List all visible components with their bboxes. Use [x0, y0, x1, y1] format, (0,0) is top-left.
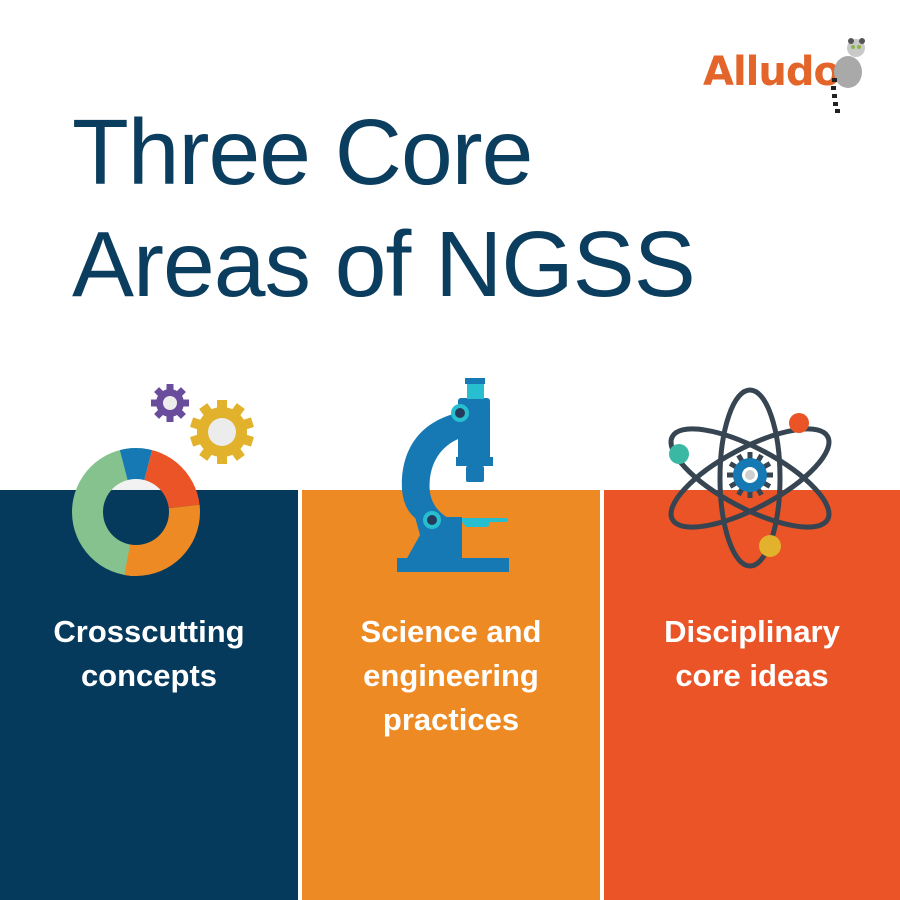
label-line: core ideas — [675, 658, 829, 693]
label-line: Science and — [360, 614, 542, 649]
alludo-logo: Alludo — [703, 49, 841, 95]
electron-orange — [789, 413, 809, 433]
panel-label: Science and engineering practices — [302, 610, 600, 742]
electron-teal — [669, 444, 689, 464]
label-line: Disciplinary — [664, 614, 840, 649]
title-line-2: Areas of NGSS — [72, 212, 696, 316]
panel-disciplinary-core-ideas: Disciplinary core ideas — [604, 490, 900, 900]
title-line-1: Three Core — [72, 100, 533, 204]
label-line: concepts — [80, 658, 218, 693]
lemur-icon — [831, 38, 865, 113]
panel-crosscutting-concepts: Crosscutting concepts — [0, 490, 298, 900]
label-line: engineering — [363, 658, 539, 693]
label-line: practices — [382, 702, 520, 737]
panel-label: Disciplinary core ideas — [604, 610, 900, 698]
label-line: Crosscutting — [53, 614, 245, 649]
panel-label: Crosscutting concepts — [0, 610, 298, 698]
panel-science-engineering-practices: Science and engineering practices — [302, 490, 600, 900]
page-title: Three Core Areas of NGSS — [72, 96, 696, 320]
